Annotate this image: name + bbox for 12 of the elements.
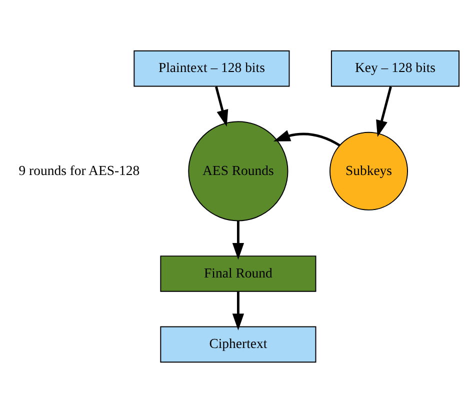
node-circle: AES Rounds [188,121,288,222]
node-box: Key – 128 bits [330,50,460,87]
arrow [232,220,244,260]
node-box: Plaintext – 128 bits [134,50,290,87]
arrow [376,86,392,137]
label: 9 rounds for AES-128 [18,162,140,178]
arrow [232,292,244,330]
arrow [273,130,340,146]
node-box: Final Round [160,256,316,292]
node-box: Ciphertext [160,326,316,363]
node-circle: Subkeys [329,132,408,210]
arrow [215,86,228,127]
